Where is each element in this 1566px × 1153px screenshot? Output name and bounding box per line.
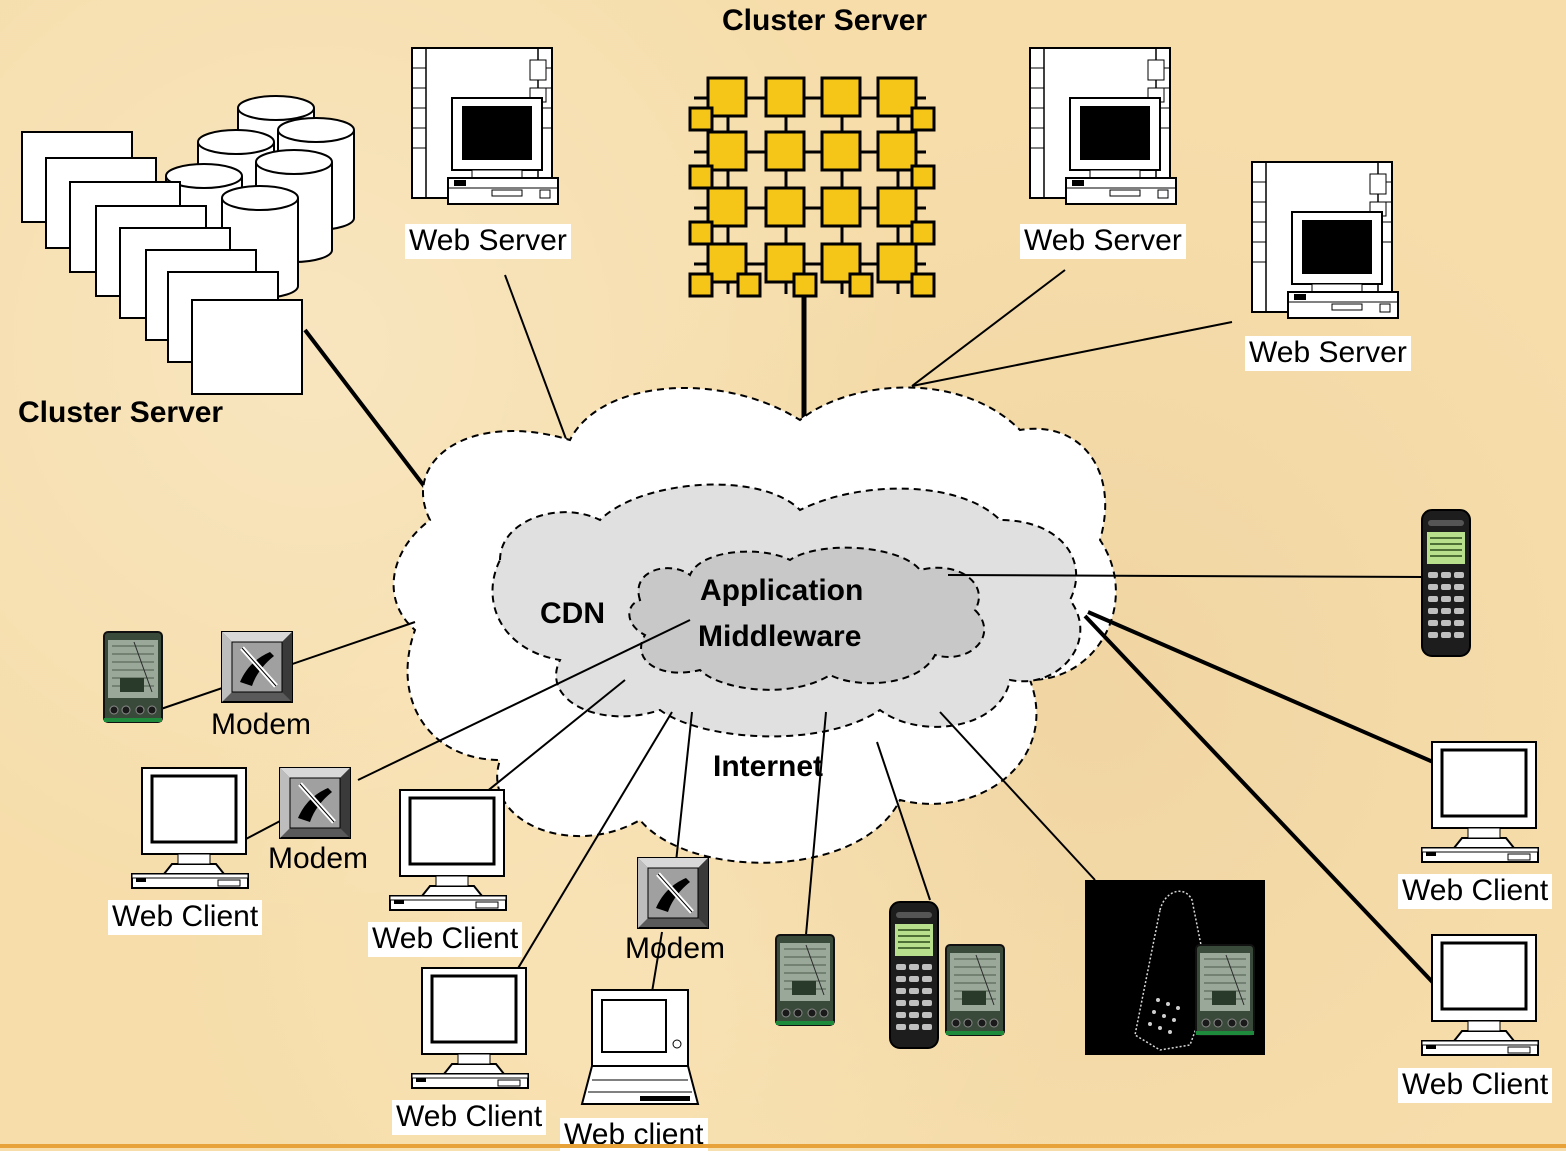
modem-icon — [638, 858, 708, 928]
modem-icon — [280, 768, 350, 838]
web-client-icon — [410, 966, 530, 1090]
web-client-label: Web Client — [1398, 874, 1553, 909]
cell-phone-icon — [1421, 509, 1471, 657]
web-server-icon — [411, 47, 559, 205]
modem-label: Modem — [268, 842, 369, 875]
link-client-right-2 — [1083, 614, 1442, 992]
modem-label: Modem — [625, 932, 726, 965]
cluster-server-top-label: Cluster Server — [722, 4, 928, 37]
link-phone-bottom — [876, 741, 931, 901]
internet-label: Internet — [713, 750, 824, 783]
web-client-icon — [130, 766, 250, 890]
pda-icon — [775, 934, 835, 1026]
web-server-label: Web Server — [1245, 336, 1411, 371]
web-server-icon — [1251, 161, 1399, 319]
link-webserver-2 — [911, 269, 1066, 387]
web-client-label: Web Client — [1398, 1068, 1553, 1103]
middleware-label: Middleware — [698, 620, 862, 653]
web-client-label: Web Client — [368, 922, 523, 957]
cluster-server-left-icon — [21, 95, 355, 395]
pda-icon — [103, 631, 163, 723]
link-modem-client — [243, 819, 283, 841]
link-webserver-1 — [504, 274, 573, 456]
link-client-lower — [507, 711, 673, 986]
modem-icon — [222, 632, 292, 702]
modem-label: Modem — [211, 708, 312, 741]
web-server-label: Web Server — [405, 224, 571, 259]
cluster-server-top-icon — [688, 76, 936, 298]
link-webserver-3 — [911, 321, 1233, 387]
flip-phone-icon — [1085, 880, 1265, 1055]
cell-phone-icon — [889, 901, 939, 1049]
link-flip-phone — [939, 711, 1096, 881]
web-client-icon — [388, 788, 508, 912]
cdn-label: CDN — [540, 597, 605, 630]
link-laptop — [651, 931, 663, 993]
link-client-mid — [469, 679, 626, 806]
web-client-label: Web Client — [392, 1100, 547, 1135]
bottom-accent-rule — [0, 1144, 1566, 1148]
cluster-server-left-label: Cluster Server — [18, 396, 224, 429]
web-client-label: Web Client — [108, 900, 263, 935]
laptop-icon — [580, 989, 700, 1105]
web-server-icon — [1029, 47, 1177, 205]
web-client-icon — [1420, 933, 1540, 1057]
middleware-cloud — [628, 546, 986, 691]
link-client-right-1 — [1087, 610, 1441, 767]
link-modem-3 — [675, 711, 693, 863]
pda-icon — [945, 944, 1005, 1036]
web-server-label: Web Server — [1020, 224, 1186, 259]
web-client-icon — [1420, 740, 1540, 864]
link-pda-bottom — [805, 711, 827, 936]
application-label: Application — [700, 574, 864, 607]
link-modem-2 — [357, 619, 691, 781]
link-phone-right — [947, 574, 1423, 578]
